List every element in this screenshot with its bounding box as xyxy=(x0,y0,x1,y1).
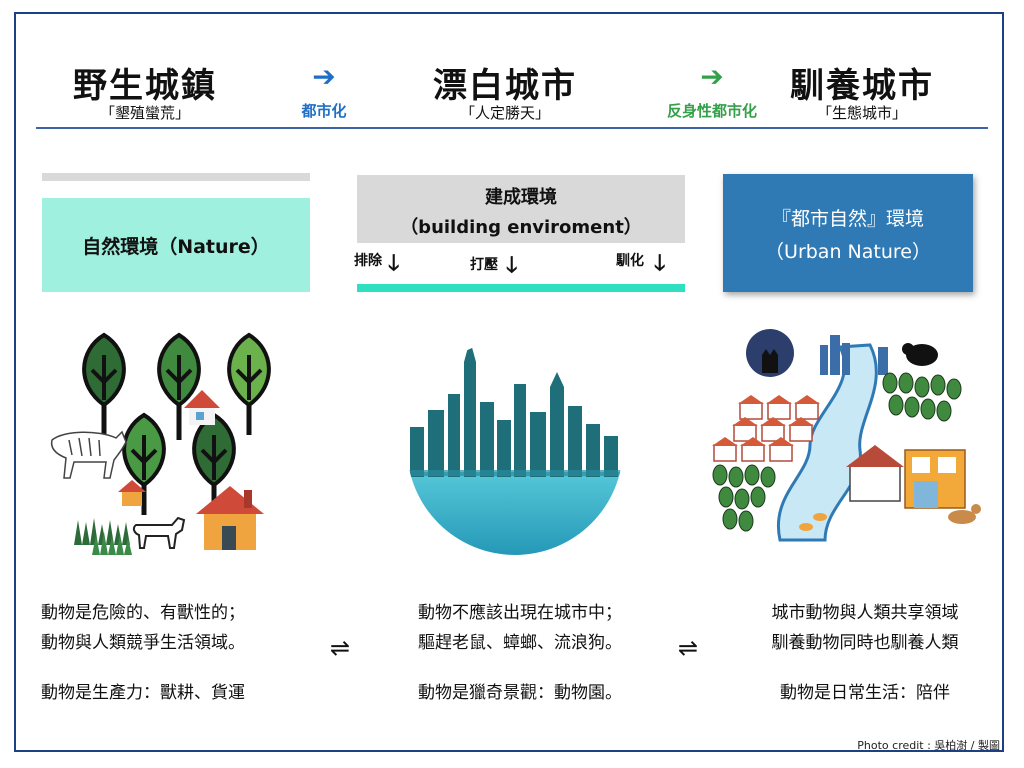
equilibrium-arrows-icon: ⇌ xyxy=(677,634,699,662)
right-arrow-icon: ➔ xyxy=(312,60,336,93)
right-desc-line2: 馴養動物同時也馴養人類 xyxy=(771,633,959,653)
center-desc-line1: 動物不應該出現在城市中； xyxy=(418,603,622,623)
nature-label: 自然環境（Nature） xyxy=(82,236,270,258)
house-icon xyxy=(118,480,146,506)
action-exclude-label: 排除 xyxy=(354,253,382,269)
fish-icon xyxy=(799,513,827,531)
tree-icon xyxy=(82,332,126,440)
house-icon xyxy=(196,486,264,550)
stage-3-subtitle: 「生態城市」 xyxy=(816,104,907,122)
city-skyline-illustration xyxy=(407,340,623,555)
equilibrium-arrows-icon: ⇌ xyxy=(329,634,351,662)
urban-nature-label-2: （Urban Nature） xyxy=(765,241,931,263)
header-divider xyxy=(36,127,988,129)
skyline xyxy=(410,340,618,477)
right-desc-line3: 動物是日常生活：陪伴 xyxy=(780,683,950,703)
tree-icon xyxy=(192,412,236,505)
house-icon xyxy=(846,445,904,502)
tree-icon xyxy=(157,332,201,440)
down-arrow-icon: 🡓 xyxy=(388,251,400,276)
nature-top-bar xyxy=(42,173,310,181)
dog-icon xyxy=(948,504,981,524)
grass-icon xyxy=(74,518,132,555)
cow-icon xyxy=(132,516,186,549)
left-desc-line1: 動物是危險的、有獸性的； xyxy=(41,603,245,623)
action-suppress-label: 打壓 xyxy=(470,257,498,273)
transition-2-label: 反身性都市化 xyxy=(666,102,757,120)
river xyxy=(776,343,878,542)
tree-icon xyxy=(227,332,271,435)
right-arrow-icon: ➔ xyxy=(700,60,724,93)
shop-icon xyxy=(904,449,966,509)
urban-nature-panel: 『都市自然』環境 （Urban Nature） xyxy=(723,174,973,292)
transition-1-label: 都市化 xyxy=(301,102,347,120)
left-desc-line3: 動物是生產力：獸耕、貨運 xyxy=(41,683,245,703)
photo-credit: Photo credit : 吳柏澍 / 製圖 xyxy=(857,739,1000,752)
left-description: 動物是危險的、有獸性的； 動物與人類競爭生活領域。 動物是生產力：獸耕、貨運 xyxy=(25,598,311,708)
tree-icon xyxy=(122,412,166,515)
stage-1-subtitle: 「墾殖蠻荒」 xyxy=(99,104,190,122)
built-base-bar xyxy=(357,284,685,292)
center-desc-line2: 驅趕老鼠、蟑螂、流浪狗。 xyxy=(418,633,622,653)
stage-1-title: 野生城鎮 xyxy=(73,66,217,106)
houses-cluster xyxy=(712,395,820,462)
built-label-1: 建成環境 xyxy=(485,187,557,208)
trees-cluster xyxy=(712,372,962,532)
left-desc-line2: 動物與人類競爭生活領域。 xyxy=(41,633,245,653)
house-icon xyxy=(184,390,220,425)
nature-panel: 自然環境（Nature） xyxy=(42,198,310,292)
tiger-icon xyxy=(50,430,127,479)
center-desc-line3: 動物是獵奇景觀：動物園。 xyxy=(418,683,622,703)
diagram-frame xyxy=(14,12,1004,752)
stage-2-subtitle: 「人定勝天」 xyxy=(459,104,550,122)
bear-icon xyxy=(902,343,938,366)
eco-city-illustration xyxy=(712,329,981,542)
urban-nature-label-1: 『都市自然』環境 xyxy=(771,208,924,230)
action-domesticate-label: 馴化 xyxy=(616,253,644,269)
stage-3-title: 馴養城市 xyxy=(790,66,934,106)
stage-2-title: 漂白城市 xyxy=(433,66,577,106)
built-panel: 建成環境 （building enviroment） xyxy=(357,175,685,243)
moon-cat-icon xyxy=(746,329,794,377)
center-description: 動物不應該出現在城市中； 驅趕老鼠、蟑螂、流浪狗。 動物是獵奇景觀：動物園。 xyxy=(385,598,655,708)
down-arrow-icon: 🡓 xyxy=(506,253,518,278)
built-label-2: （building enviroment） xyxy=(400,217,642,238)
right-description: 城市動物與人類共享領域 馴養動物同時也馴養人類 動物是日常生活：陪伴 xyxy=(730,598,1000,708)
wild-town-illustration xyxy=(50,332,271,555)
down-arrow-icon: 🡓 xyxy=(654,251,666,276)
right-desc-line1: 城市動物與人類共享領域 xyxy=(771,603,959,623)
city-buildings-icon xyxy=(820,335,888,375)
